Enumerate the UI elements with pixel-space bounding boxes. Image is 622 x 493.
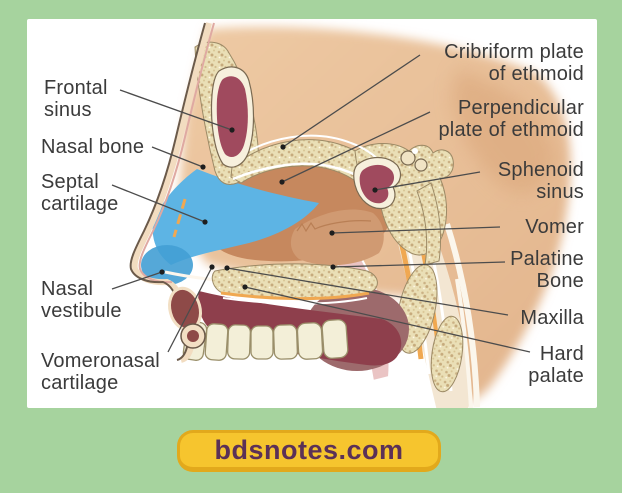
leader-nasal-vestibule bbox=[111, 271, 163, 290]
leader-maxilla bbox=[226, 267, 509, 316]
leader-lines bbox=[111, 54, 531, 353]
label-nasal-bone: Nasal bone bbox=[41, 136, 145, 158]
leader-palatine-bone bbox=[332, 261, 506, 268]
leader-hard-palate bbox=[244, 286, 531, 353]
vomer-shape bbox=[290, 209, 384, 266]
leader-dots bbox=[159, 127, 378, 290]
leader-sphenoid-sinus bbox=[374, 171, 481, 191]
watermark-text: bdsnotes.com bbox=[214, 434, 404, 465]
label-vomer: Vomer bbox=[525, 216, 584, 238]
label-maxilla: Maxilla bbox=[520, 307, 584, 329]
leader-vomer bbox=[331, 226, 501, 234]
leader-nasal-bone bbox=[151, 146, 204, 168]
nostril-and-lip bbox=[168, 286, 206, 349]
frontal-sinus-shape bbox=[210, 66, 255, 168]
leader-frontal-sinus bbox=[119, 89, 233, 131]
anatomy-illustration bbox=[111, 22, 571, 408]
leader-septal-cartilage bbox=[111, 184, 206, 223]
pharynx-column bbox=[379, 159, 480, 408]
leader-vomeronasal bbox=[167, 266, 213, 353]
watermark-badge[interactable]: bdsnotes.com bbox=[177, 430, 441, 472]
sphenoid-sinus-shape bbox=[353, 148, 428, 210]
septal-cartilage-shape bbox=[152, 169, 319, 265]
leader-cribriform-plate bbox=[282, 54, 421, 148]
leader-perpendicular-plate bbox=[281, 111, 431, 183]
